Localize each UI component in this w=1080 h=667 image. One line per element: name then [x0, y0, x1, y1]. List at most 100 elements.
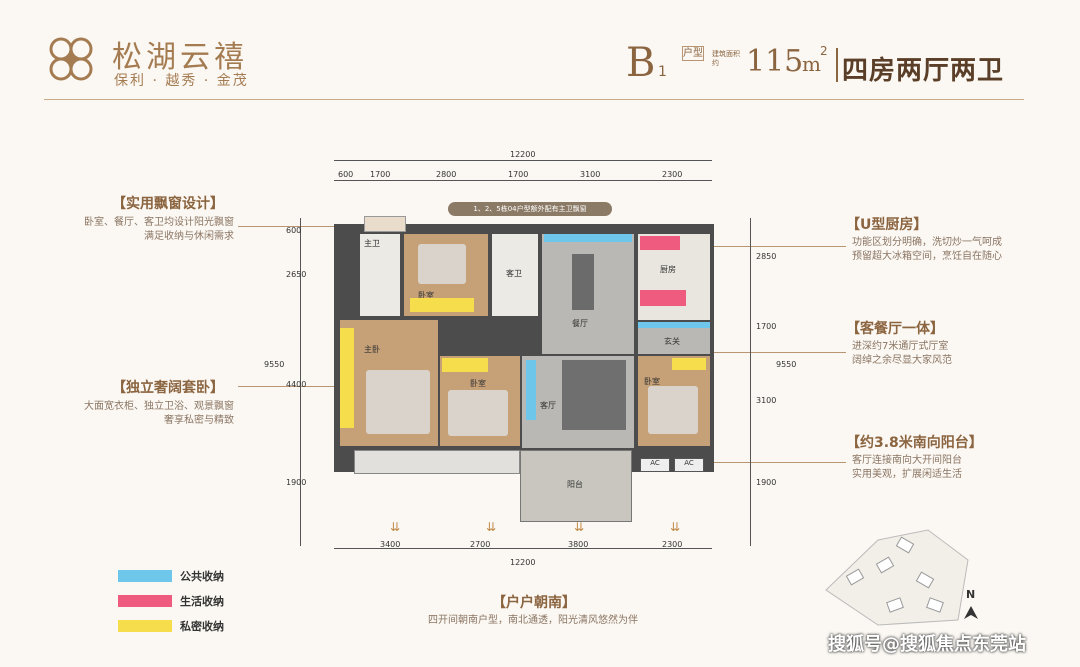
dimension-bottom: 3400	[380, 540, 401, 549]
header-divider	[836, 48, 838, 82]
callout-bay-window-title: 【实用飘窗设计】	[112, 196, 224, 212]
dimension-top: 600	[338, 170, 354, 179]
storage-private	[672, 358, 706, 370]
dimension-bottom: 2700	[470, 540, 491, 549]
site-plan-map	[825, 529, 969, 626]
area-value: 115	[746, 44, 804, 79]
bed	[366, 370, 430, 434]
callout-south-facing-desc: 四开间朝南户型，南北通透，阳光清风悠然为伴	[428, 615, 638, 626]
dimension-line	[334, 180, 712, 181]
area-unit: m	[802, 52, 821, 76]
room-label: 阳台	[567, 480, 583, 489]
dimension-top-total: 12200	[510, 150, 536, 159]
room-label: 客卫	[506, 269, 522, 278]
callout-master-suite-desc: 大面宽衣柜、独立卫浴、观景飘窗 奢享私密与精致	[74, 400, 234, 428]
dimension-right-total: 9550	[776, 360, 797, 369]
area-prefix: 建筑面积约	[712, 50, 740, 67]
room-label: 客厅	[540, 401, 556, 410]
dimension-left: 1900	[286, 478, 307, 487]
layout-title: 四房两厅两卫	[842, 56, 1005, 86]
storage-public	[638, 322, 710, 328]
callout-line: 进深约7米通厅式厅室	[852, 341, 949, 352]
unit-code: B	[626, 40, 656, 86]
storage-public	[544, 234, 632, 242]
bed	[448, 390, 508, 436]
dimension-left: 600	[286, 226, 302, 235]
callout-line: 满足收纳与休闲需求	[144, 231, 234, 242]
unit-code-subscript: 1	[658, 64, 667, 80]
room-entry: 玄关	[638, 322, 710, 354]
area-unit-superscript: 2	[820, 44, 828, 58]
storage-life	[640, 290, 686, 306]
room-kitchen: 厨房	[638, 234, 710, 320]
brand-name: 松湖云禧	[112, 40, 248, 75]
dimension-line	[334, 160, 712, 161]
dimension-line	[300, 218, 301, 546]
compass-label: N	[966, 588, 976, 601]
sun-arrow-icon: ⇊	[390, 520, 401, 534]
room-dining: 餐厅	[542, 234, 634, 354]
dimension-right: 1900	[756, 478, 777, 487]
legend-item: 公共收纳	[118, 568, 224, 584]
plan-note: 1、2、5栋04户型额外配有主卫飘窗	[448, 202, 612, 216]
living-rug	[562, 360, 626, 430]
room-label: 卧室	[644, 377, 660, 386]
room-label: 卧室	[418, 291, 434, 300]
room-label: 卧室	[470, 379, 486, 388]
room-bedroom-right: 卧室	[638, 356, 710, 446]
legend: 公共收纳 生活收纳 私密收纳	[118, 568, 224, 634]
dimension-top: 2300	[662, 170, 683, 179]
dining-table	[572, 254, 594, 310]
callout-bay-window-desc: 卧室、餐厅、客卫均设计阳光飘窗 满足收纳与休闲需求	[74, 216, 234, 244]
storage-private	[442, 358, 488, 372]
storage-private	[340, 328, 354, 428]
dimension-right: 2850	[756, 252, 777, 261]
legend-label: 私密收纳	[180, 620, 224, 633]
room-living: 客厅	[522, 356, 634, 448]
callout-south-facing-title: 【户户朝南】	[492, 595, 576, 611]
south-windows	[354, 450, 520, 474]
room-master-bath: 主卫	[360, 234, 400, 316]
callout-balcony-desc: 客厅连接南向大开间阳台 实用美观，扩展闲适生活	[852, 454, 1032, 482]
callout-balcony-title: 【约3.8米南向阳台】	[846, 435, 983, 451]
dimension-right: 3100	[756, 396, 777, 405]
callout-kitchen-title: 【U型厨房】	[846, 217, 928, 233]
callout-line: 功能区划分明确，洗切炒一气呵成	[852, 237, 1002, 248]
header-rule	[44, 99, 1024, 100]
dimension-line	[750, 218, 751, 546]
leader-line	[238, 386, 378, 387]
ac-unit: AC	[674, 458, 704, 472]
legend-label: 生活收纳	[180, 595, 224, 608]
callout-line: 实用美观，扩展闲适生活	[852, 469, 962, 480]
dimension-bottom: 2300	[662, 540, 683, 549]
dimension-top: 1700	[508, 170, 529, 179]
bed	[418, 244, 466, 284]
room-label: 厨房	[660, 265, 676, 274]
sun-arrow-icon: ⇊	[486, 520, 497, 534]
legend-item: 私密收纳	[118, 618, 224, 634]
callout-living-dining-desc: 进深约7米通厅式厅室 阔绰之余尽显大家风范	[852, 340, 1032, 368]
legend-swatch-private	[118, 620, 172, 632]
callout-line: 大面宽衣柜、独立卫浴、观景飘窗	[84, 401, 234, 412]
dimension-right: 1700	[756, 322, 777, 331]
brand-developers: 保利 · 越秀 · 金茂	[114, 73, 249, 89]
callout-line: 阔绰之余尽显大家风范	[852, 355, 952, 366]
dimension-line	[334, 548, 712, 549]
storage-private	[410, 298, 474, 312]
legend-swatch-life	[118, 595, 172, 607]
compass-north-icon	[964, 606, 978, 619]
watermark: 搜狐号@搜狐焦点东莞站	[828, 634, 1026, 655]
storage-public	[526, 360, 536, 420]
callout-line: 卧室、餐厅、客卫均设计阳光飘窗	[84, 217, 234, 228]
leader-line	[590, 352, 846, 353]
room-label: 主卫	[364, 239, 380, 248]
room-master-bedroom: 主卧	[340, 320, 438, 446]
dimension-bottom: 3800	[568, 540, 589, 549]
callout-living-dining-title: 【客餐厅一体】	[846, 321, 944, 337]
callout-kitchen-desc: 功能区划分明确，洗切炒一气呵成 预留超大冰箱空间，烹饪自在随心	[852, 236, 1032, 264]
dimension-left: 4400	[286, 380, 307, 389]
dimension-bottom-total: 12200	[510, 558, 536, 567]
dimension-top: 3100	[580, 170, 601, 179]
legend-swatch-public	[118, 570, 172, 582]
callout-line: 奢享私密与精致	[164, 415, 234, 426]
